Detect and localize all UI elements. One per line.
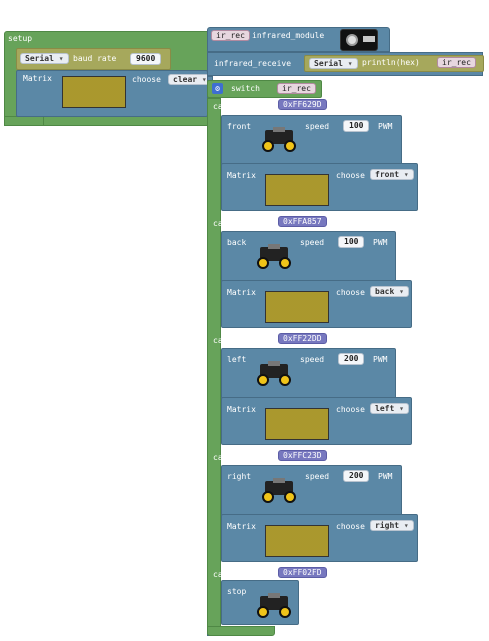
case-hex-value[interactable]: 0xFF02FD: [278, 567, 327, 578]
case-hex-value[interactable]: 0xFF629D: [278, 99, 327, 110]
gear-icon[interactable]: ⚙: [212, 83, 223, 94]
motor-action-label: front: [227, 122, 252, 131]
choose-label: choose: [336, 288, 365, 297]
robot-car-image: [254, 360, 294, 388]
robot-car-image: [259, 126, 299, 154]
case-hex-value[interactable]: 0xFFC23D: [278, 450, 327, 461]
serial-dropdown[interactable]: Serial: [20, 53, 69, 64]
switch-spine: [207, 98, 221, 634]
setup-matrix-label: Matrix: [23, 74, 52, 83]
motor-left-block[interactable]: [221, 348, 396, 400]
robot-car-image: [254, 243, 294, 271]
motor-back-block[interactable]: [221, 231, 396, 283]
setup-choose-label: choose: [132, 75, 161, 84]
matrix-image[interactable]: [265, 525, 329, 557]
speed-label: speed: [305, 472, 330, 481]
matrix-label: Matrix: [227, 288, 256, 297]
infrared-module-label: infrared_module: [252, 31, 325, 40]
matrix-label: Matrix: [227, 405, 256, 414]
case-hex-value[interactable]: 0xFF22DD: [278, 333, 327, 344]
println-serial-dropdown[interactable]: Serial: [309, 58, 358, 69]
case-label: case: [213, 453, 233, 462]
pwm-label: PWM: [378, 122, 393, 131]
pwm-label: PWM: [373, 355, 388, 364]
motor-action-label: back: [227, 238, 247, 247]
switch-label: switch: [231, 84, 260, 93]
choose-dropdown[interactable]: front: [370, 169, 414, 180]
case-label: case: [213, 336, 233, 345]
pwm-label: PWM: [378, 472, 393, 481]
robot-car-image: [259, 477, 299, 505]
speed-label: speed: [300, 355, 325, 364]
choose-dropdown[interactable]: left: [370, 403, 409, 414]
setup-matrix-image[interactable]: [62, 76, 126, 108]
case-label: case: [213, 219, 233, 228]
choose-label: choose: [336, 522, 365, 531]
setup-title: setup: [8, 34, 33, 43]
motor-right-block[interactable]: [221, 465, 402, 517]
matrix-image[interactable]: [265, 291, 329, 323]
case-hex-value[interactable]: 0xFFA857: [278, 216, 327, 227]
pwm-label: PWM: [373, 238, 388, 247]
choose-label: choose: [336, 171, 365, 180]
motor-front-block[interactable]: [221, 115, 402, 167]
speed-input[interactable]: 200: [338, 353, 365, 365]
matrix-image[interactable]: [265, 174, 329, 206]
baud-rate-label: baud rate: [73, 54, 117, 63]
case-label: case: [213, 570, 233, 579]
speed-label: speed: [300, 238, 325, 247]
robot-car-image: [254, 592, 294, 620]
motor-action-label: left: [227, 355, 247, 364]
speed-input[interactable]: 100: [338, 236, 365, 248]
matrix-label: Matrix: [227, 522, 256, 531]
println-ir-rec-variable[interactable]: ir_rec: [437, 57, 476, 68]
matrix-label: Matrix: [227, 171, 256, 180]
baud-rate-input[interactable]: 9600: [130, 53, 162, 65]
infrared-module-image: [340, 29, 378, 51]
case-label: case: [213, 102, 233, 111]
setup-choose-dropdown[interactable]: clear: [168, 74, 212, 85]
choose-dropdown[interactable]: back: [370, 286, 409, 297]
switch-bottom: [207, 626, 275, 636]
switch-ir-rec-variable[interactable]: ir_rec: [277, 83, 316, 94]
speed-input[interactable]: 100: [343, 120, 370, 132]
speed-input[interactable]: 200: [343, 470, 370, 482]
motor-action-label: stop: [227, 587, 247, 596]
choose-dropdown[interactable]: right: [370, 520, 414, 531]
choose-label: choose: [336, 405, 365, 414]
setup-block-bottom: [4, 116, 44, 126]
println-label: println(hex): [362, 58, 420, 67]
ir-rec-variable[interactable]: ir_rec: [211, 30, 250, 41]
matrix-image[interactable]: [265, 408, 329, 440]
speed-label: speed: [305, 122, 330, 131]
infrared-receive-label: infrared_receive: [214, 59, 292, 68]
motor-action-label: right: [227, 472, 252, 481]
